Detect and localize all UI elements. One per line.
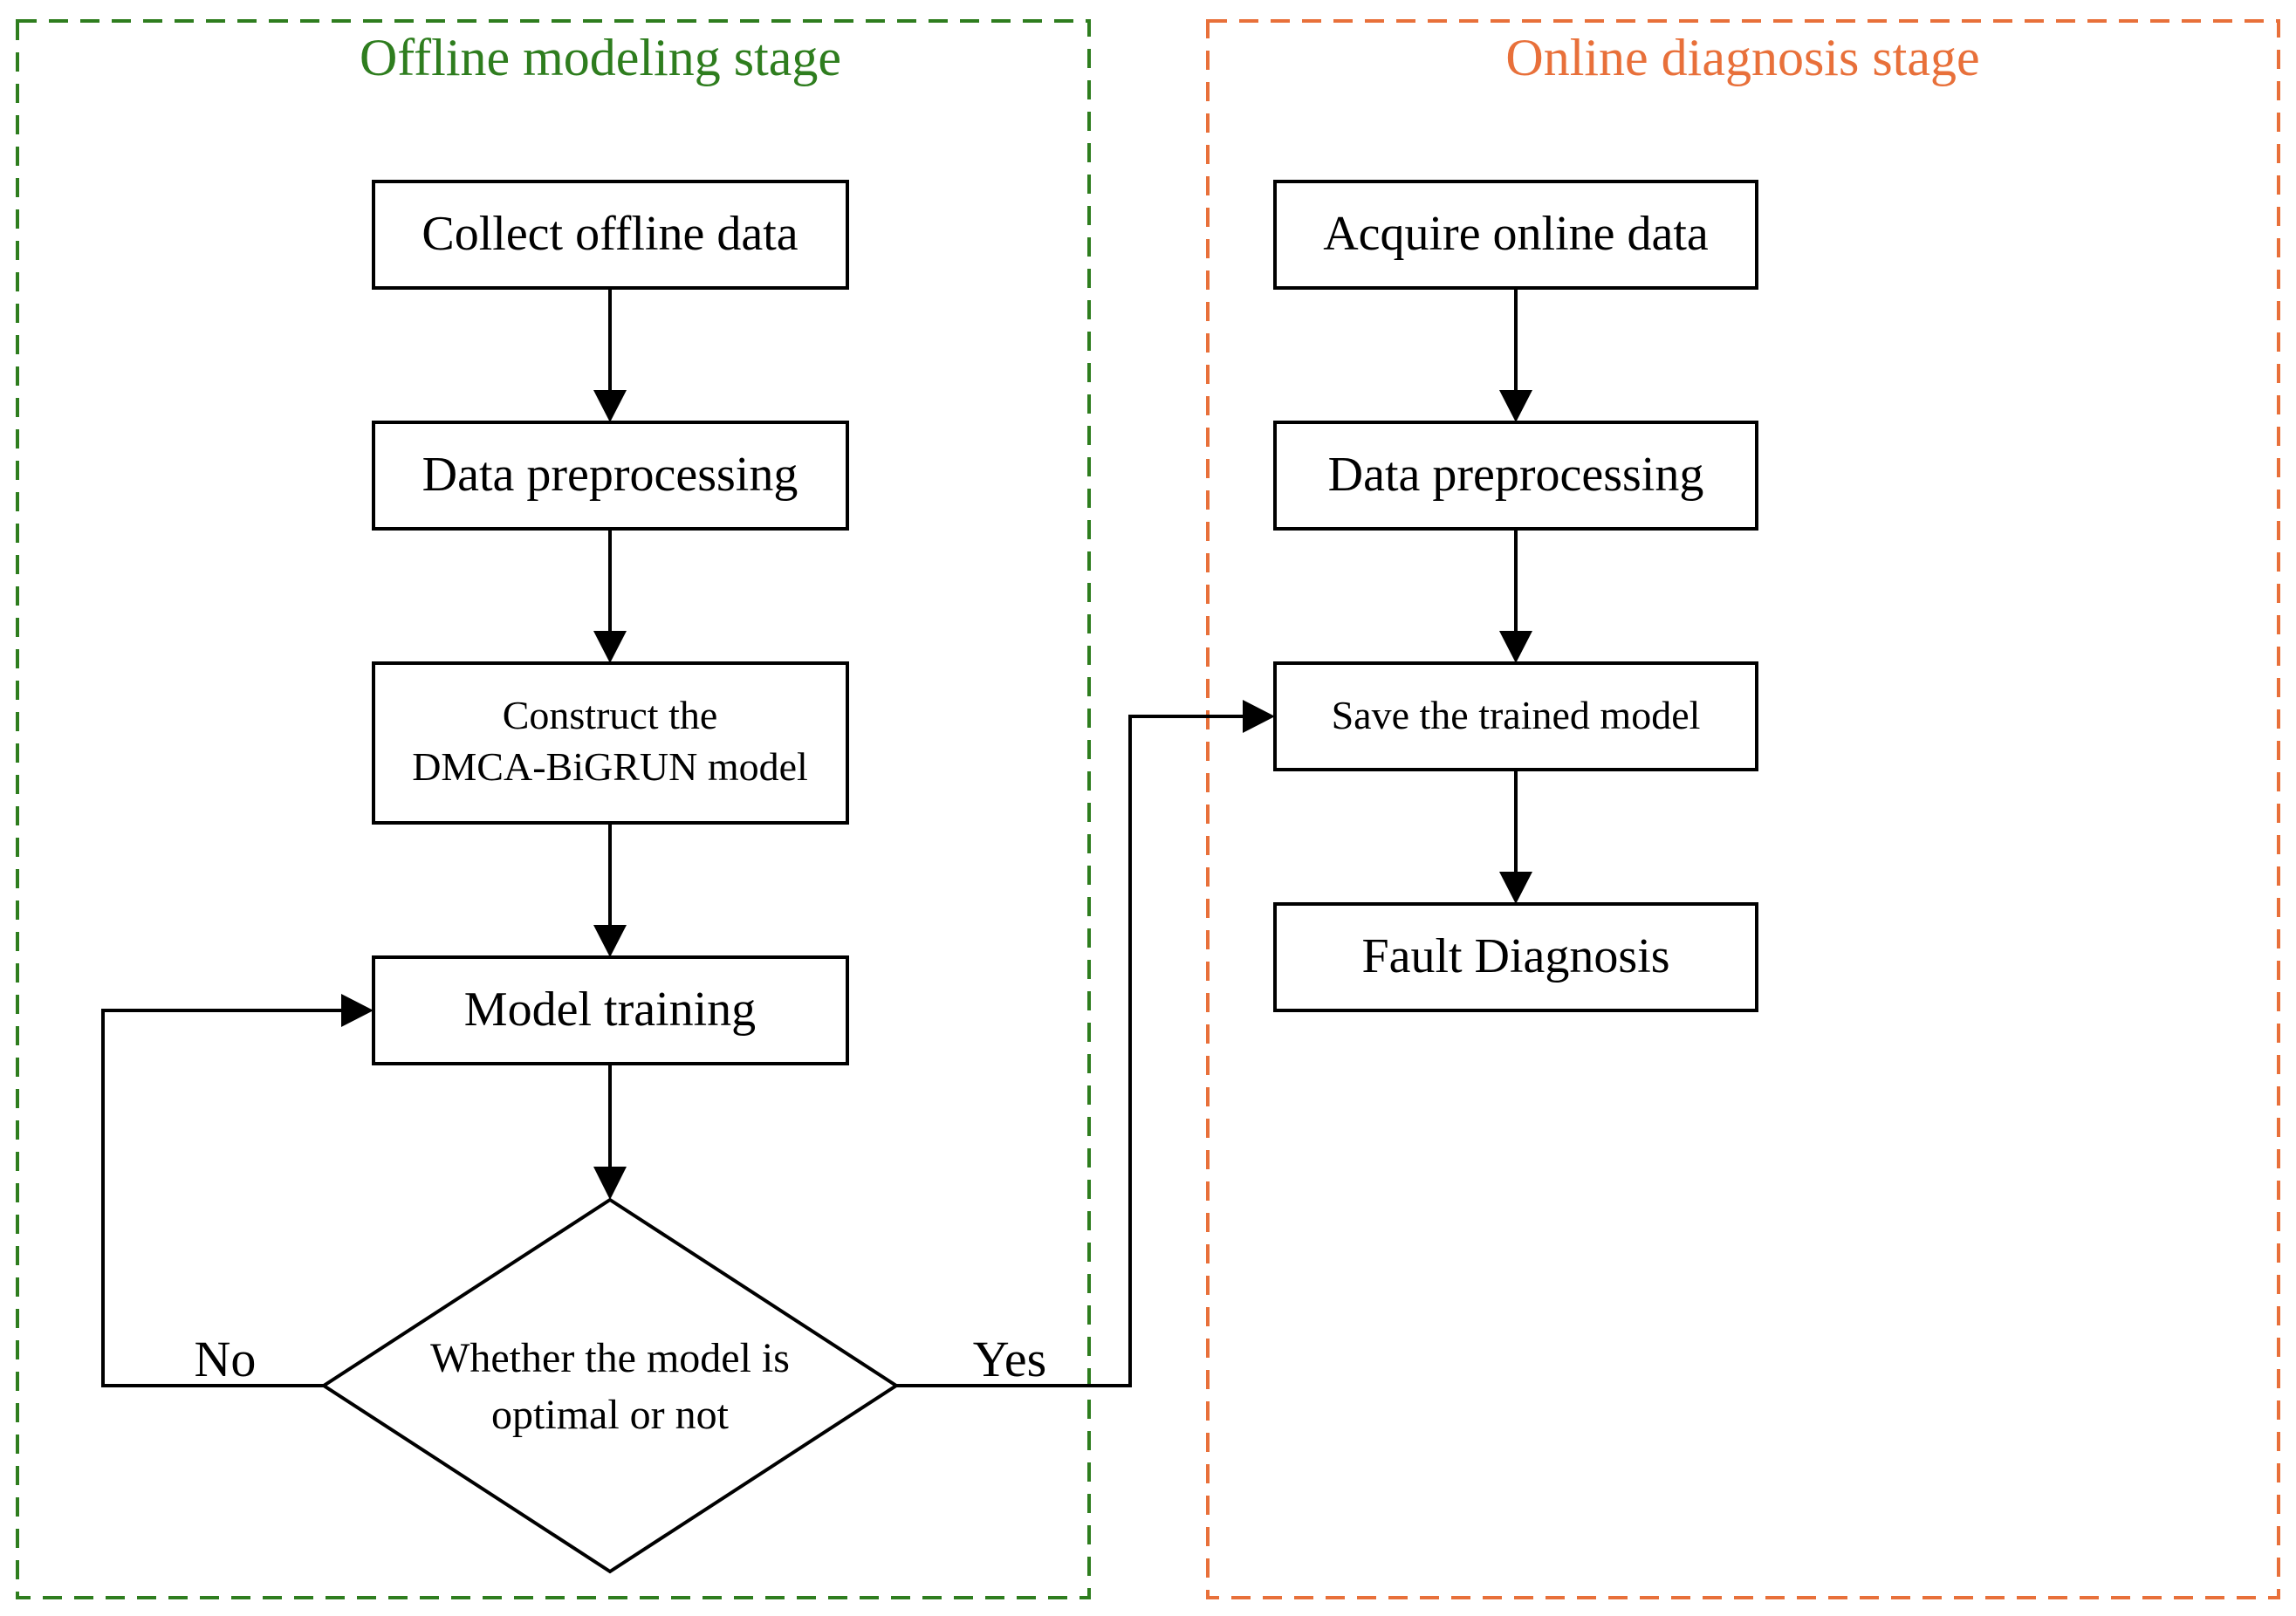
arrow-collect-to-preprocess bbox=[593, 288, 627, 422]
save-trained-model-label: Save the trained model bbox=[1332, 693, 1701, 737]
collect-offline-data-step: Collect offline data bbox=[372, 180, 849, 290]
acquire-online-data-step: Acquire online data bbox=[1273, 180, 1758, 290]
arrow-construct-to-training bbox=[593, 823, 627, 957]
no-branch-label: No bbox=[195, 1331, 257, 1387]
construct-model-label-line2: DMCA-BiGRUN model bbox=[412, 744, 808, 789]
fault-diagnosis-label: Fault Diagnosis bbox=[1361, 929, 1669, 983]
online-data-preprocessing-label: Data preprocessing bbox=[1328, 448, 1704, 502]
arrow-training-to-decision bbox=[593, 1064, 627, 1200]
save-trained-model-step: Save the trained model bbox=[1273, 661, 1758, 771]
arrow-yes-to-save bbox=[896, 700, 1275, 1387]
offline-stage-container bbox=[16, 19, 1091, 1599]
offline-data-preprocessing-step: Data preprocessing bbox=[372, 421, 849, 531]
arrow-save-to-diagnosis bbox=[1499, 770, 1532, 904]
online-stage-title: Online diagnosis stage bbox=[1505, 29, 1979, 86]
online-data-preprocessing-box bbox=[1273, 421, 1758, 531]
online-stage-container bbox=[1206, 19, 2280, 1599]
offline-stage-title: Offline modeling stage bbox=[360, 29, 841, 86]
arrow-preprocess-to-construct bbox=[593, 529, 627, 663]
optimal-decision-step: Whether the model is optimal or not bbox=[320, 1197, 900, 1574]
arrow-no-loop bbox=[101, 994, 374, 1387]
fault-diagnosis-step: Fault Diagnosis bbox=[1273, 902, 1758, 1012]
optimal-decision-diamond bbox=[320, 1197, 900, 1574]
arrow-preprocess-to-save bbox=[1499, 529, 1532, 663]
optimal-decision-label-line2: optimal or not bbox=[491, 1392, 730, 1438]
arrow-acquire-to-preprocess bbox=[1499, 288, 1532, 422]
acquire-online-data-box bbox=[1273, 180, 1758, 290]
offline-data-preprocessing-label: Data preprocessing bbox=[422, 448, 798, 502]
model-training-label: Model training bbox=[464, 983, 756, 1037]
model-training-step: Model training bbox=[372, 955, 849, 1065]
construct-model-label-line1: Construct the bbox=[503, 693, 718, 737]
model-training-box bbox=[372, 955, 849, 1065]
construct-model-step: Construct the DMCA-BiGRUN model bbox=[372, 661, 849, 825]
fault-diagnosis-box bbox=[1273, 902, 1758, 1012]
acquire-online-data-label: Acquire online data bbox=[1323, 207, 1709, 261]
yes-branch-label: Yes bbox=[973, 1331, 1046, 1387]
save-trained-model-box bbox=[1273, 661, 1758, 771]
optimal-decision-label-line1: Whether the model is bbox=[430, 1335, 790, 1381]
online-data-preprocessing-step: Data preprocessing bbox=[1273, 421, 1758, 531]
collect-offline-data-box bbox=[372, 180, 849, 290]
construct-model-box bbox=[372, 661, 849, 825]
collect-offline-data-label: Collect offline data bbox=[422, 207, 798, 261]
